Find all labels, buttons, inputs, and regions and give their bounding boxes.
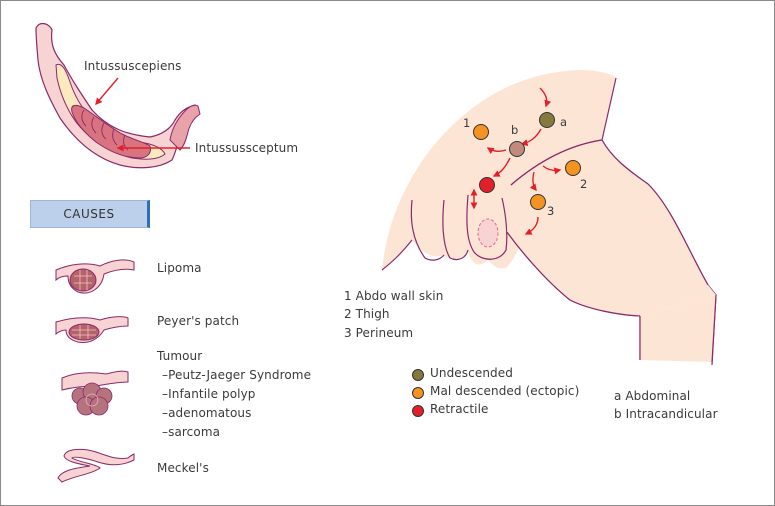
testis-position-markers [473, 112, 581, 210]
ectopic-thigh-marker [565, 160, 581, 176]
undescended-abdominal-marker [539, 112, 555, 128]
intracanalicular-marker [509, 141, 525, 157]
legend-maldescended-label: Mal descended (ectopic) [430, 384, 580, 398]
arrow-intussuscepiens [95, 77, 119, 106]
marker-label-3: 3 [547, 204, 555, 218]
body-outline-illustration [381, 70, 717, 366]
label-intussuscepiens: Intussuscepiens [84, 59, 182, 73]
marker-label-a: a [560, 115, 568, 129]
tumour-subitem: –sarcoma [162, 425, 221, 439]
legend-undescended-label: Undescended [430, 366, 513, 380]
ectopic-abdo-wall-marker [473, 124, 489, 140]
ectopic-site-item: 1 Abdo wall skin [344, 289, 444, 303]
tumour-subitem: –adenomatous [162, 406, 252, 420]
position-abdominal-label: a Abdominal [614, 389, 691, 403]
retractile-marker [479, 177, 495, 193]
tumour-subitem: –Peutz-Jaeger Syndrome [162, 368, 312, 382]
position-intracanalicular-label: b Intracandicular [614, 407, 718, 421]
lipoma-illustration [55, 259, 135, 294]
legend-undescended-swatch [412, 369, 424, 381]
tumour-subitem: –Infantile polyp [162, 387, 256, 401]
tumour-illustration [61, 370, 129, 416]
causes-header: CAUSES [30, 200, 150, 228]
marker-label-b: b [511, 123, 519, 137]
peyers-patch-illustration [55, 316, 129, 343]
ectopic-perineum-marker [530, 194, 546, 210]
cause-tumour-label: Tumour [157, 349, 203, 363]
legend-retractile-label: Retractile [430, 402, 489, 416]
bowel-distal-segment [169, 104, 201, 151]
meckels-illustration [57, 448, 135, 483]
descent-arrows [470, 87, 562, 235]
ectopic-site-item: 3 Perineum [344, 326, 414, 340]
cause-meckels-label: Meckel's [157, 461, 209, 475]
label-intussusceptum: Intussussceptum [195, 141, 299, 155]
ectopic-site-item: 2 Thigh [344, 307, 390, 321]
intussusception-illustration [35, 22, 201, 169]
intussusceptum-layer [71, 104, 151, 159]
cause-lipoma-label: Lipoma [157, 261, 202, 275]
legend-maldescended-swatch [412, 387, 424, 399]
marker-label-1: 1 [463, 116, 471, 130]
scrotal-position-outline [477, 218, 499, 248]
marker-label-2: 2 [580, 177, 588, 191]
legend-retractile-swatch [412, 405, 424, 417]
causes-header-label: CAUSES [63, 207, 115, 221]
cause-peyers-patch-label: Peyer's patch [157, 314, 240, 328]
